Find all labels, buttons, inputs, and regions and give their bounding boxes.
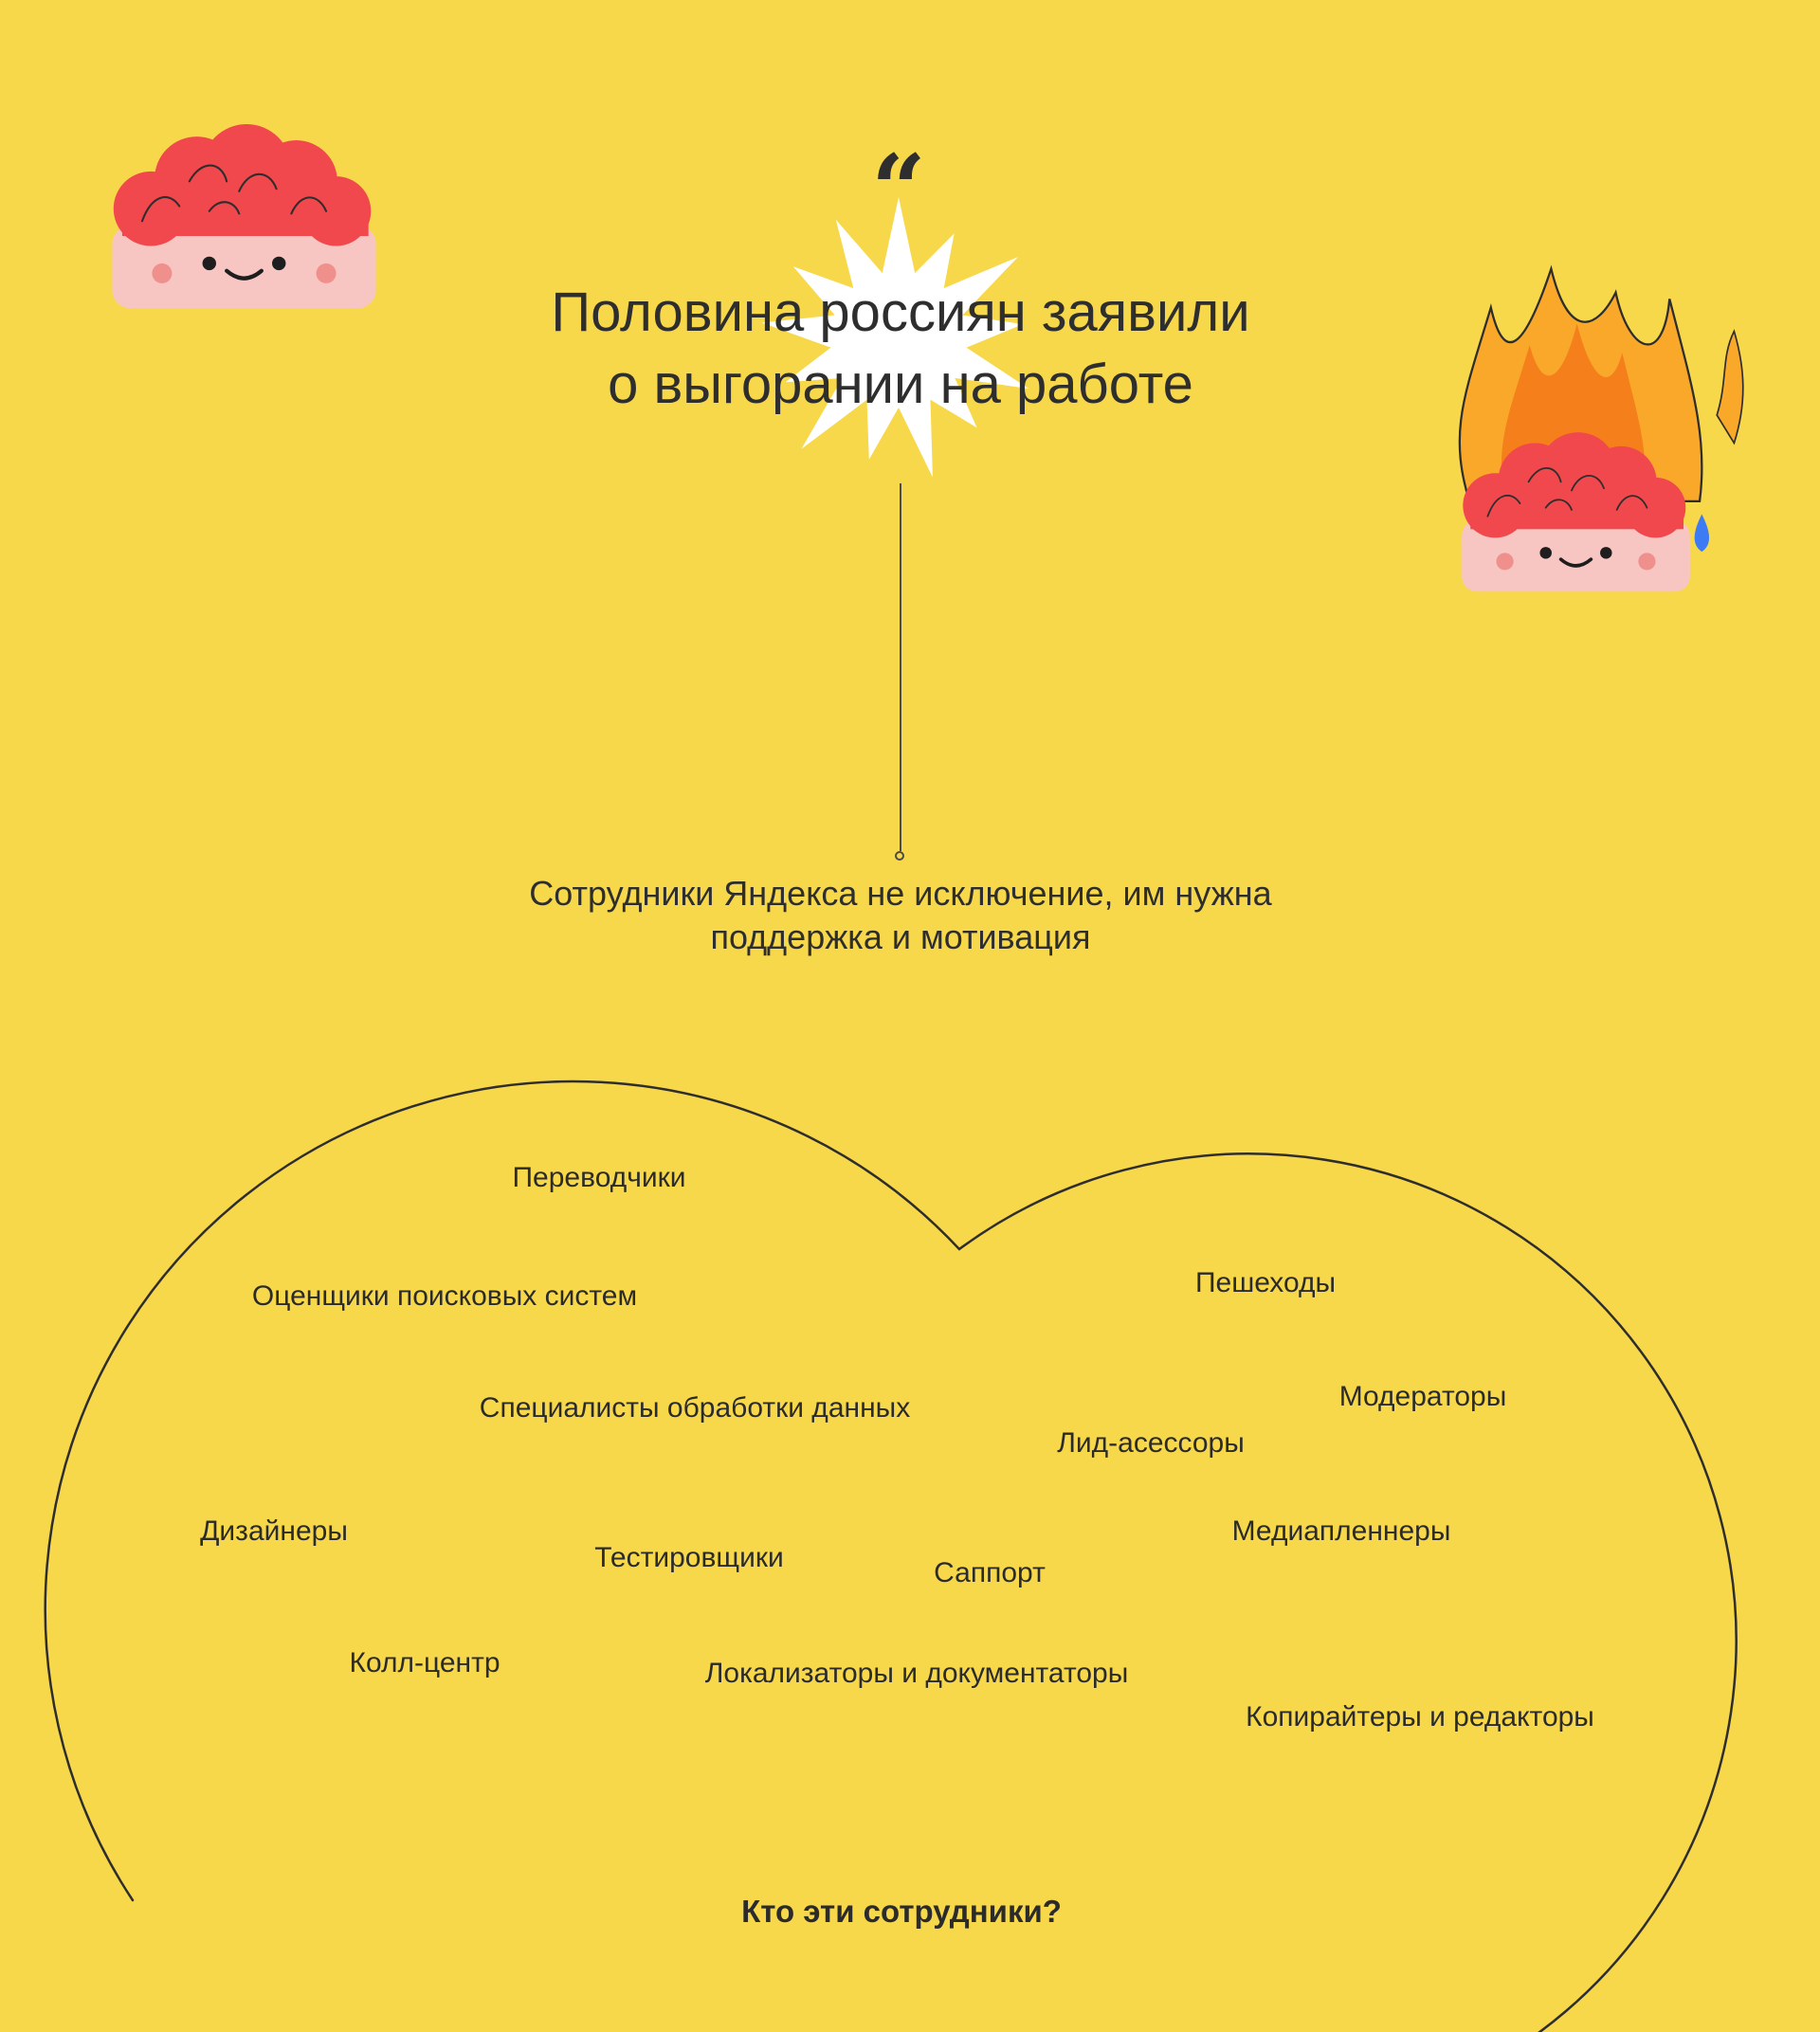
subtitle: Сотрудники Яндекса не исключение, им нуж… bbox=[529, 872, 1271, 959]
role-label: Дизайнеры bbox=[200, 1515, 348, 1547]
role-label: Оценщики поисковых систем bbox=[251, 1280, 638, 1312]
starburst-icon bbox=[761, 197, 1029, 478]
page-title-line2: о выгорании на работе bbox=[608, 354, 1193, 415]
role-label: Медиапленнеры bbox=[1231, 1515, 1451, 1547]
quote-icon: “ bbox=[871, 134, 926, 245]
role-label: Модераторы bbox=[1338, 1381, 1507, 1412]
tear-drop-icon bbox=[1694, 514, 1710, 553]
role-label: Локализаторы и документаторы bbox=[704, 1658, 1129, 1689]
connector-dot bbox=[895, 851, 904, 861]
connector-line bbox=[900, 483, 901, 851]
page-title: Половина россиян заявили о выгорании на … bbox=[551, 277, 1249, 421]
page-title-line1: Половина россиян заявили bbox=[551, 281, 1250, 343]
role-label: Тестировщики bbox=[594, 1542, 784, 1573]
subtitle-line1: Сотрудники Яндекса не исключение, им нуж… bbox=[529, 874, 1272, 913]
role-label: Саппорт bbox=[934, 1557, 1046, 1588]
roles-question: Кто эти сотрудники? bbox=[741, 1894, 1062, 1929]
subtitle-line2: поддержка и мотивация bbox=[710, 917, 1091, 956]
burning-brain-icon bbox=[1458, 264, 1744, 592]
happy-brain-icon bbox=[112, 123, 376, 309]
role-label: Переводчики bbox=[512, 1162, 686, 1193]
role-label: Колл-центр bbox=[349, 1647, 500, 1678]
role-label: Пешеходы bbox=[1194, 1267, 1337, 1298]
role-label: Лид-асессоры bbox=[1057, 1427, 1245, 1459]
role-label: Копирайтеры и редакторы bbox=[1246, 1701, 1594, 1733]
role-label: Специалисты обработки данных bbox=[479, 1392, 911, 1424]
